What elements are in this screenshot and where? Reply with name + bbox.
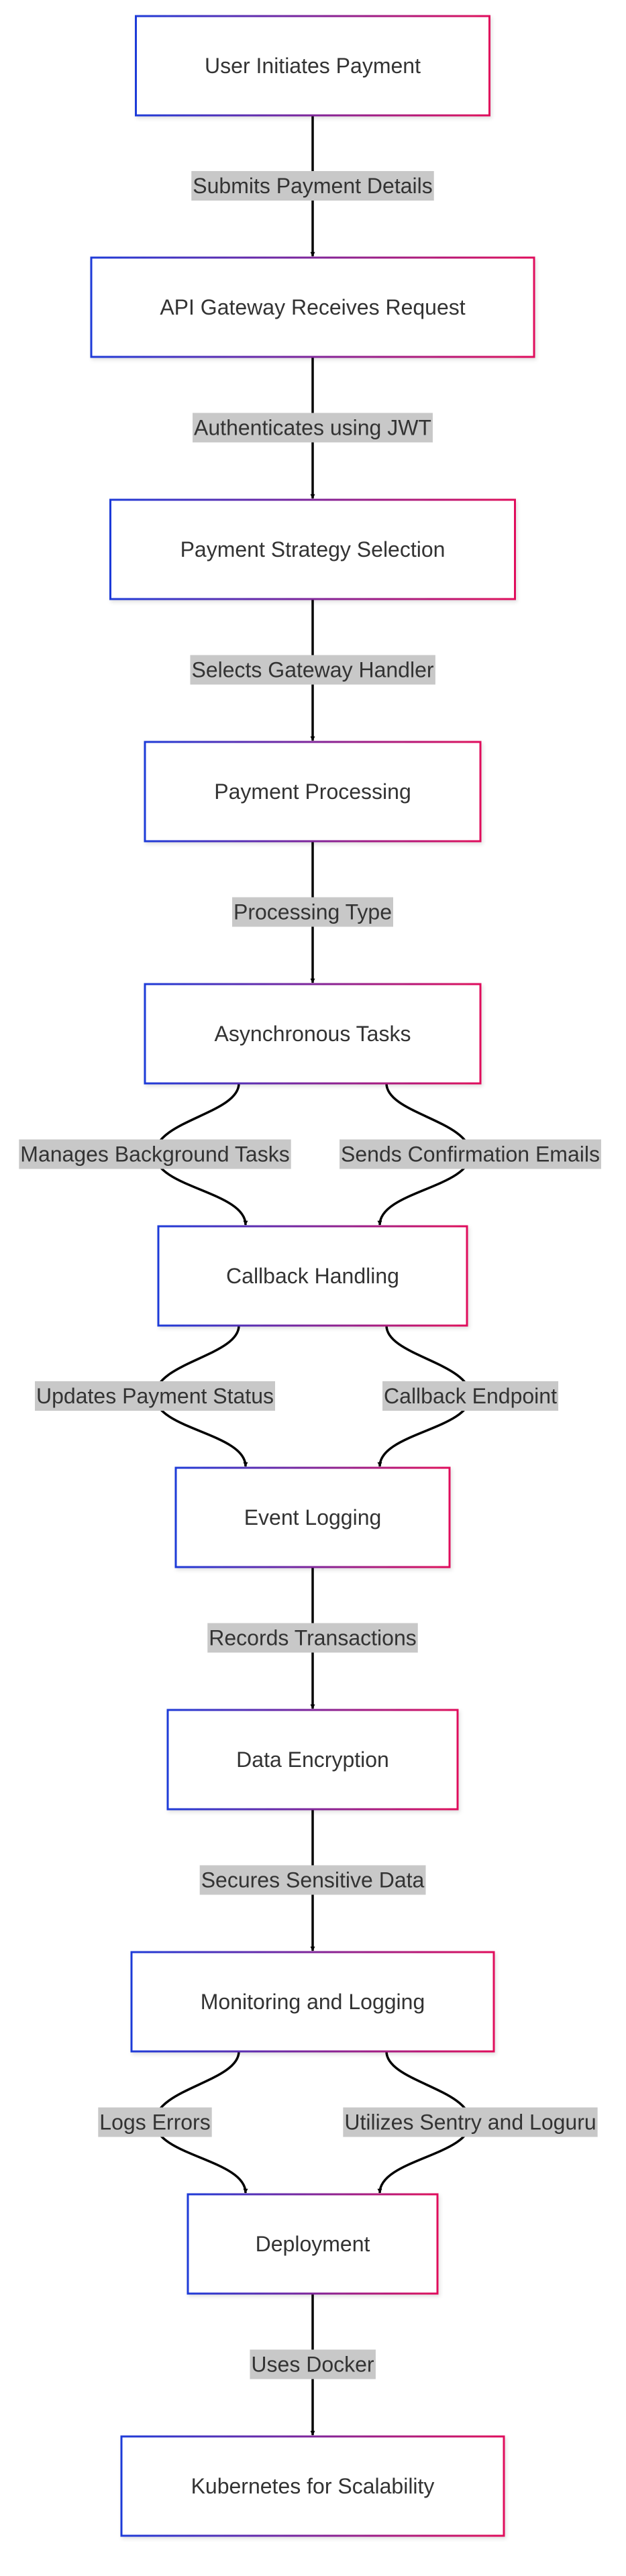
node-box xyxy=(135,15,490,117)
node-data-encryption: Data Encryption xyxy=(166,1709,459,1811)
node-label: Payment Strategy Selection xyxy=(180,537,446,561)
node-label: Deployment xyxy=(256,2232,370,2256)
edge-label-background xyxy=(191,171,434,201)
edge-label: Authenticates using JWT xyxy=(193,413,433,443)
node-label: Monitoring and Logging xyxy=(201,1990,425,2014)
node-label: Kubernetes for Scalability xyxy=(191,2474,435,2498)
node-box xyxy=(144,983,482,1085)
edge-label: Uses Docker xyxy=(250,2349,376,2379)
edge-label-text: Utilizes Sentry and Loguru xyxy=(344,2110,596,2135)
edge-label: Updates Payment Status xyxy=(35,1381,275,1411)
node-label: Callback Handling xyxy=(226,1264,399,1288)
node-label: Payment Processing xyxy=(214,780,411,804)
node-payment-strategy-selection: Payment Strategy Selection xyxy=(109,498,516,600)
edge-label-text: Manages Background Tasks xyxy=(20,1142,289,1167)
node-label: Data Encryption xyxy=(236,1748,389,1772)
edge-label-text: Callback Endpoint xyxy=(384,1384,557,1408)
edge-label: Sends Confirmation Emails xyxy=(340,1139,601,1169)
node-deployment: Deployment xyxy=(187,2193,439,2295)
node-box xyxy=(90,256,535,358)
node-box xyxy=(187,2193,439,2295)
node-box xyxy=(174,1466,451,1568)
edge-label-text: Sends Confirmation Emails xyxy=(341,1142,600,1167)
edge-label-background xyxy=(19,1139,291,1169)
edge-label-text: Records Transactions xyxy=(209,1626,416,1650)
node-box xyxy=(166,1709,459,1811)
node-api-gateway-receives-request: API Gateway Receives Request xyxy=(90,256,535,358)
node-label: Event Logging xyxy=(244,1505,382,1529)
node-event-logging: Event Logging xyxy=(174,1466,451,1568)
edge-label-background xyxy=(250,2349,376,2379)
edge-label: Processing Type xyxy=(232,897,393,927)
edge-label: Callback Endpoint xyxy=(382,1381,559,1411)
edge-label-background xyxy=(382,1381,559,1411)
edge-label: Submits Payment Details xyxy=(191,171,434,201)
edge-label: Logs Errors xyxy=(98,2107,212,2137)
node-callback-handling: Callback Handling xyxy=(157,1225,468,1327)
edge-label-text: Authenticates using JWT xyxy=(194,416,431,440)
edge-label-text: Uses Docker xyxy=(251,2353,374,2377)
node-user-initiates-payment: User Initiates Payment xyxy=(135,15,490,117)
node-box xyxy=(120,2435,505,2537)
node-box xyxy=(157,1225,468,1327)
node-asynchronous-tasks: Asynchronous Tasks xyxy=(144,983,482,1085)
edge-label: Records Transactions xyxy=(207,1623,418,1653)
node-box xyxy=(144,741,482,843)
node-box xyxy=(130,1951,495,2053)
edge-label-text: Secures Sensitive Data xyxy=(201,1868,425,1892)
edge-label-background xyxy=(199,1865,426,1895)
node-label: User Initiates Payment xyxy=(205,54,421,78)
node-monitoring-and-logging: Monitoring and Logging xyxy=(130,1951,495,2053)
edge-label-background xyxy=(35,1381,275,1411)
node-kubernetes-for-scalability: Kubernetes for Scalability xyxy=(120,2435,505,2537)
edge-label-background xyxy=(98,2107,212,2137)
edge-label: Utilizes Sentry and Loguru xyxy=(343,2107,598,2137)
edge-label: Selects Gateway Handler xyxy=(190,655,435,685)
edge-label-background xyxy=(343,2107,598,2137)
edge-label-text: Selects Gateway Handler xyxy=(191,658,433,682)
edge-label-background xyxy=(232,897,393,927)
edge-label-text: Processing Type xyxy=(233,900,392,924)
node-label: Asynchronous Tasks xyxy=(215,1022,411,1046)
edge-label-text: Logs Errors xyxy=(99,2110,210,2135)
edge-label-text: Submits Payment Details xyxy=(193,174,432,198)
edge-label-background xyxy=(207,1623,418,1653)
edge-label: Manages Background Tasks xyxy=(19,1139,291,1169)
node-box xyxy=(109,498,516,600)
node-payment-processing: Payment Processing xyxy=(144,741,482,843)
edge-label-background xyxy=(340,1139,601,1169)
edge-label: Secures Sensitive Data xyxy=(199,1865,426,1895)
node-label: API Gateway Receives Request xyxy=(160,295,465,319)
edge-label-background xyxy=(193,413,433,443)
edge-label-background xyxy=(190,655,435,685)
edge-label-text: Updates Payment Status xyxy=(36,1384,274,1408)
